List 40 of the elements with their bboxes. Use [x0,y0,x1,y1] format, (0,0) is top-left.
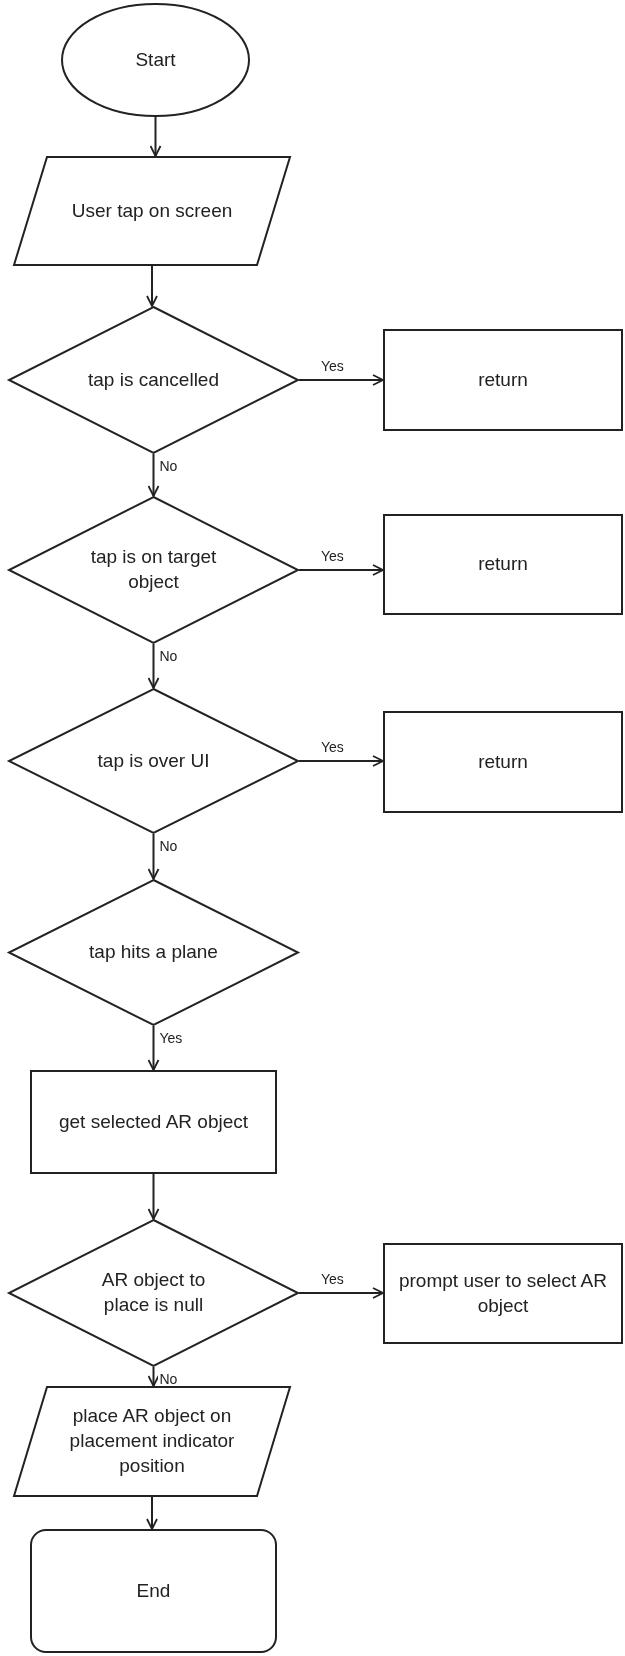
input-parallelogram [13,1386,291,1497]
node-text: return [478,367,528,392]
arrow [147,1025,160,1071]
arrow [298,564,384,576]
node-text: prompt user to select AR object [397,1268,608,1318]
process-box [383,711,623,813]
arrow [298,1287,384,1299]
node-text: End [136,1578,171,1603]
node-text: return [478,749,528,774]
input-parallelogram [13,156,291,266]
node-text: tap hits a plane [89,940,218,965]
node-text: AR object to place is null [100,1268,207,1317]
arrow [147,1173,160,1220]
arrow [147,833,160,880]
arrow [146,265,158,307]
decision-diamond [8,688,299,834]
node-text: User tap on screen [71,198,233,223]
start-terminator [61,3,250,117]
decision-diamond [8,879,299,1026]
decision-diamond [8,1219,299,1367]
end-terminator [30,1529,277,1653]
node-text: tap is on target object [89,545,218,594]
node-text: tap is cancelled [88,367,219,392]
process-box [383,514,623,615]
node-text: Start [135,47,176,72]
process-box [30,1070,277,1174]
node-text: return [478,552,528,577]
process-box [383,329,623,431]
process-box [383,1243,623,1344]
node-text: tap is over UI [97,748,210,773]
node-text: place AR object on placement indicator position [68,1404,236,1478]
node-text: get selected AR object [58,1109,249,1134]
arrow [149,116,162,157]
arrow [298,755,384,767]
decision-diamond [8,496,299,644]
arrow [298,374,384,386]
arrow [146,1496,158,1530]
decision-diamond [8,306,299,454]
arrow [147,643,160,689]
arrow [147,453,160,497]
